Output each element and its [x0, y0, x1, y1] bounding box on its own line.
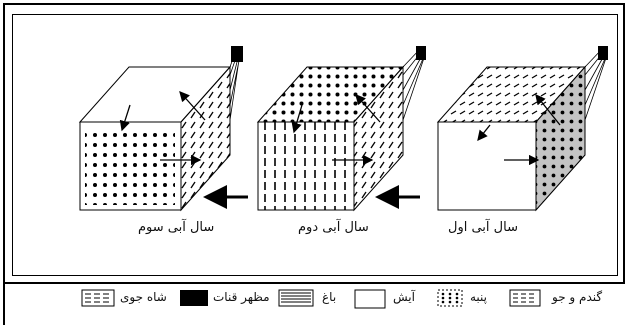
cube-second-caption: سال آبی دوم: [298, 220, 369, 235]
cube-second-year: [256, 46, 426, 212]
legend-label-fallow: آیش: [393, 290, 415, 304]
legend-swatch-wheat: [509, 289, 541, 307]
legend-swatch-main-channel: [81, 289, 115, 307]
legend-label-main-channel: شاه جوی: [120, 290, 167, 304]
cube-first-year: [436, 46, 608, 212]
arrow: [179, 91, 206, 121]
qanat-outlet: [416, 46, 426, 60]
legend-swatch-cotton: [437, 289, 463, 307]
cube-third-year: [78, 46, 243, 212]
legend-label-wheat: گندم و جو: [552, 290, 603, 304]
legend-swatch-fallow: [354, 289, 386, 309]
legend-swatch-orchard: [278, 289, 314, 307]
inner-frame: [12, 14, 618, 276]
qanat-lines: [402, 47, 426, 121]
cube-first-front-face: [437, 121, 537, 211]
cube-third-dot-grid: [85, 127, 175, 205]
left-edge-line: [3, 284, 5, 325]
cube-second-front-face: [257, 121, 355, 211]
cube-third-caption: سال آبی سوم: [138, 220, 215, 235]
cube-first-caption: سال آبی اول: [448, 220, 518, 235]
qanat-outlet: [598, 46, 608, 60]
arrow: [355, 94, 381, 123]
legend-label-cotton: پنبه: [470, 290, 488, 304]
legend-label-qanat: مظهر قنات: [213, 290, 270, 304]
arrow: [477, 124, 491, 142]
outer-frame: [3, 3, 625, 284]
qanat-lines: [584, 47, 608, 121]
qanat-outlet: [231, 46, 243, 62]
arrow: [119, 104, 131, 132]
legend-label-orchard: باغ: [322, 290, 337, 304]
arrow: [291, 104, 303, 134]
arrow: [535, 93, 561, 126]
legend-swatch-qanat: [180, 290, 208, 306]
